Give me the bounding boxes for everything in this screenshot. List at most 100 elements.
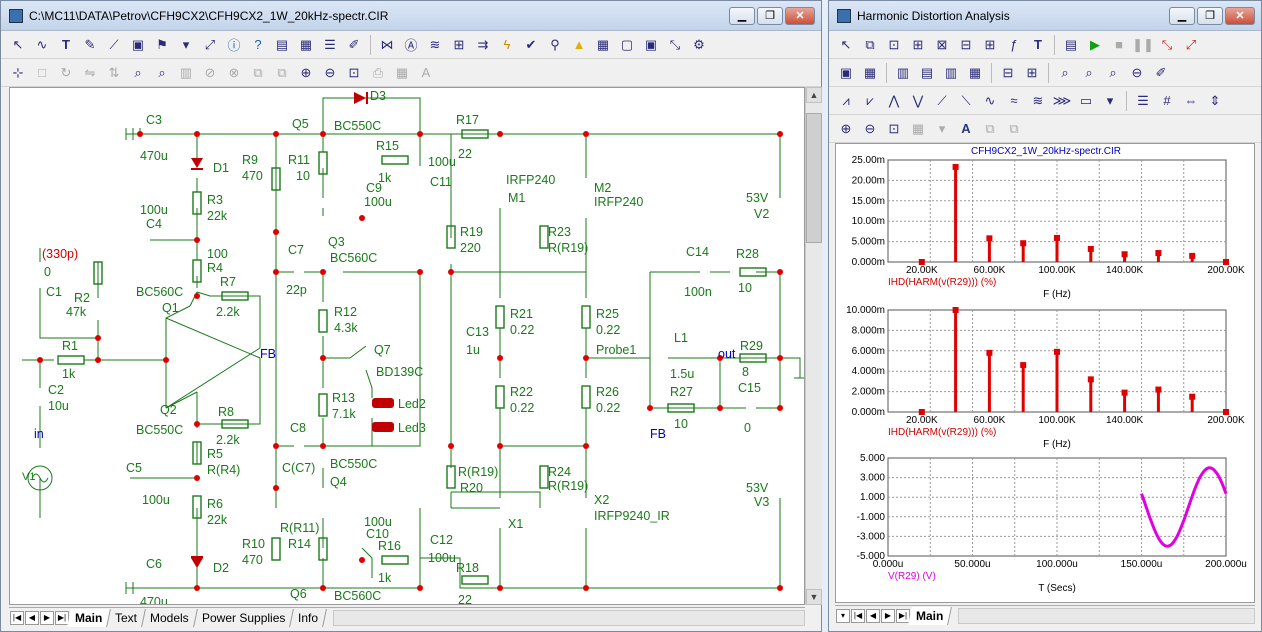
scroll-down-arrow[interactable]: ▼	[806, 589, 822, 605]
wire-icon[interactable]: ∿	[36, 36, 48, 52]
paste-icon[interactable]: ⧉	[277, 64, 287, 80]
find-icon[interactable]: ⌕	[134, 64, 142, 80]
edit-icon[interactable]: ✐	[1155, 64, 1167, 80]
plot-icon-8[interactable]: ⊞	[1026, 64, 1038, 80]
wave2-icon[interactable]: ≋	[1032, 92, 1044, 108]
run-icon[interactable]: ▶	[1090, 36, 1100, 52]
box-icon[interactable]: □	[38, 65, 46, 80]
cancel-icon[interactable]: ⊗	[228, 64, 240, 80]
plot-icon-2[interactable]: ▦	[863, 64, 877, 80]
mirror-icon[interactable]: ⇅	[108, 64, 120, 80]
tab-prev-button[interactable]: ◀	[25, 610, 39, 625]
scale-icon[interactable]: ⊞	[912, 36, 924, 52]
analysis-tab-down-button[interactable]: ▾	[836, 608, 850, 623]
search-icon[interactable]: ⌕	[1061, 64, 1069, 80]
plot-icon-7[interactable]: ⊟	[1002, 64, 1014, 80]
tab-main[interactable]: Main	[67, 608, 112, 627]
component-icon[interactable]: ▣	[131, 36, 145, 52]
probe-icon[interactable]: ⤢	[204, 36, 216, 52]
currents-icon[interactable]: ≋	[429, 36, 441, 52]
search3-icon[interactable]: ⌕	[1109, 64, 1117, 80]
tab-power-supplies[interactable]: Power Supplies	[194, 608, 295, 627]
paste2-icon[interactable]: ⧉	[1009, 120, 1019, 136]
copy2-icon[interactable]: ⧉	[985, 120, 995, 136]
numbers-icon[interactable]: #	[1163, 93, 1171, 108]
slope-icon[interactable]: ⟋	[937, 92, 947, 108]
wave3-icon[interactable]: ⋙	[1052, 92, 1072, 108]
minimize-button[interactable]: ▁	[729, 6, 755, 25]
page-icon[interactable]: ▢	[620, 36, 634, 52]
copy-icon[interactable]: ⧉	[865, 36, 875, 52]
list-icon[interactable]: ☰	[1137, 92, 1149, 108]
cursor-right-icon[interactable]: ⤢	[1185, 36, 1197, 52]
scroll-thumb[interactable]	[806, 113, 822, 243]
analysis-titlebar[interactable]: Harmonic Distortion Analysis ▁ ❐ ✕	[829, 1, 1261, 31]
schematic-canvas[interactable]: C3 470u D1 R3 22k 100u C4 100 R4 (330p) …	[9, 87, 805, 605]
select-icon[interactable]: ↖	[840, 36, 852, 52]
zoom-fit-icon[interactable]: ⊡	[348, 64, 360, 80]
fault-icon[interactable]: ϟ	[503, 37, 511, 52]
schematic-vertical-scrollbar[interactable]: ▲ ▼	[805, 87, 822, 605]
resize-icon[interactable]: ⤡	[669, 36, 681, 52]
zoom-out-icon[interactable]: ⊖	[324, 64, 336, 80]
wave-icon[interactable]: ≈	[1010, 93, 1018, 108]
pin-icon[interactable]: ⚲	[550, 36, 560, 52]
restore-button[interactable]: ❐	[757, 6, 783, 25]
info-icon[interactable]: ⓘ	[227, 38, 241, 53]
layout-icon[interactable]: ▦	[395, 64, 409, 80]
clipboard-icon[interactable]: ▭	[1079, 92, 1093, 108]
zoom-in-icon[interactable]: ⊕	[300, 64, 312, 80]
analysis-tab-first-button[interactable]: |◀	[851, 608, 865, 623]
layout-dropdown-icon[interactable]: ▾	[938, 120, 946, 136]
table-icon[interactable]: ☰	[324, 36, 336, 52]
slope2-icon[interactable]: ⟍	[961, 92, 971, 108]
low-icon[interactable]: ⋁	[912, 92, 924, 108]
horizontal-scrollbar[interactable]	[333, 609, 805, 626]
plot-icon-5[interactable]: ▥	[944, 64, 958, 80]
cursor-icon[interactable]: ⊠	[936, 36, 948, 52]
tab-text[interactable]: Text	[107, 608, 147, 627]
wire-tool-icon[interactable]: ⟋	[109, 36, 119, 52]
analysis-zoom-in-icon[interactable]: ⊕	[840, 120, 852, 136]
zoom-box-icon[interactable]: ⊡	[888, 36, 900, 52]
tab-next-button[interactable]: ▶	[40, 610, 54, 625]
select-mode-icon[interactable]: ↖	[12, 36, 24, 52]
node-numbers-icon[interactable]: ⋈	[380, 36, 394, 52]
zoom-icon[interactable]: ⊖	[1131, 64, 1143, 80]
properties-icon[interactable]: ▤	[1064, 36, 1078, 52]
formula-icon[interactable]: ƒ	[1010, 37, 1018, 52]
node-voltages-icon[interactable]: Ⓐ	[404, 38, 418, 53]
print-icon[interactable]: ⎙	[372, 64, 384, 80]
warning-icon[interactable]: ▲	[572, 37, 586, 52]
scale2-icon[interactable]: ⊟	[960, 36, 972, 52]
check-icon[interactable]: ✔	[525, 36, 537, 52]
cursor-left-icon[interactable]: ⤡	[1161, 36, 1173, 52]
inflect-icon[interactable]: ∿	[984, 92, 996, 108]
valley-icon[interactable]: ⩗	[866, 92, 874, 108]
grid-toggle-icon[interactable]: ▦	[596, 36, 610, 52]
plot-icon-1[interactable]: ▣	[839, 64, 853, 80]
analysis-tab-prev-button[interactable]: ◀	[866, 608, 880, 623]
plot-icon-4[interactable]: ▤	[920, 64, 934, 80]
text-tool-icon[interactable]: T	[1034, 37, 1042, 52]
toggle-icon[interactable]: ▥	[179, 64, 193, 80]
fit-icon[interactable]: ⇔	[1184, 93, 1198, 108]
copy-icon[interactable]: ⧉	[253, 64, 263, 80]
tab-models[interactable]: Models	[142, 608, 198, 627]
rotate-icon[interactable]: ↻	[60, 64, 72, 80]
properties-icon[interactable]: ▤	[275, 36, 289, 52]
scroll-up-arrow[interactable]: ▲	[806, 87, 822, 103]
flip-icon[interactable]: ⇋	[84, 64, 96, 80]
arrows-icon[interactable]: ⇉	[477, 36, 489, 52]
analysis-horizontal-scrollbar[interactable]	[958, 607, 1255, 624]
font-icon[interactable]: A	[961, 121, 971, 136]
page2-icon[interactable]: ▣	[644, 36, 658, 52]
pen-icon[interactable]: ✎	[84, 36, 96, 52]
tab-last-button[interactable]: ▶|	[55, 610, 69, 625]
edit-icon[interactable]: ✐	[348, 36, 360, 52]
font-icon[interactable]: A	[421, 65, 431, 80]
analysis-zoom-out-icon[interactable]: ⊖	[864, 120, 876, 136]
dropdown-icon[interactable]: ▾	[1106, 92, 1114, 108]
settings-icon[interactable]: ⚙	[693, 36, 705, 52]
help-icon[interactable]: ?	[254, 37, 262, 52]
